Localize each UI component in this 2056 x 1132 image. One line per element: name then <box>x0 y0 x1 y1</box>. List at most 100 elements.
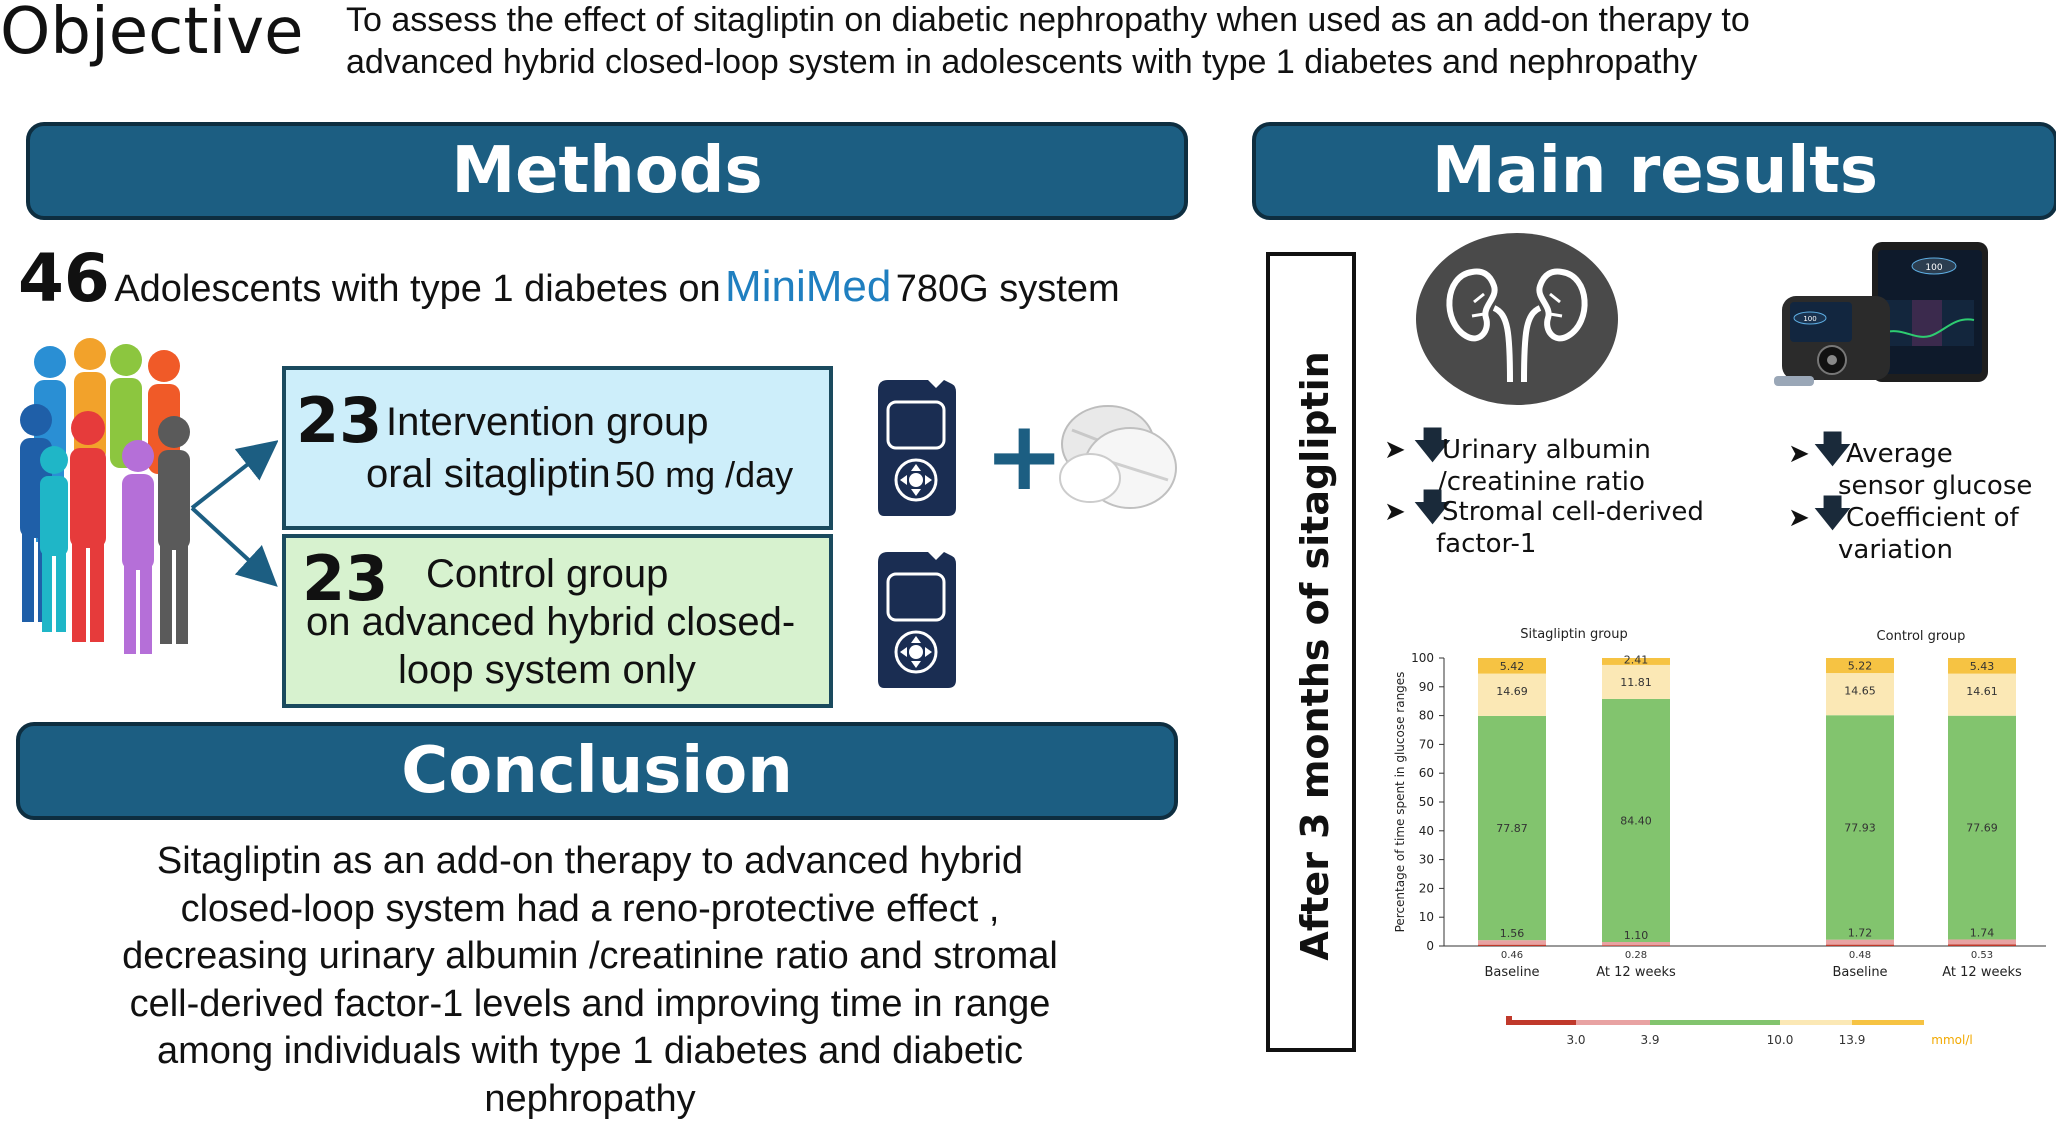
bullet-arrow-icon: ➤ <box>1788 439 1810 469</box>
data-label-very-high: 5.43 <box>1970 660 1995 673</box>
x-tick-label: Baseline <box>1832 965 1887 980</box>
data-label-very-low: 0.46 <box>1501 950 1523 961</box>
objective-text-line2: advanced hybrid closed-loop system in ad… <box>346 43 1698 81</box>
data-label-very-low: 0.48 <box>1849 950 1871 961</box>
y-tick-label: 70 <box>1419 737 1434 751</box>
pump-screen-value: 100 <box>1803 315 1816 323</box>
data-label-high: 11.81 <box>1620 676 1652 689</box>
bar-segment-high <box>1948 673 2016 716</box>
bar-segment-in_range <box>1948 715 2016 940</box>
bar-segment-low <box>1602 942 1670 946</box>
data-label-in-range: 77.69 <box>1966 822 1998 835</box>
conclusion-text: Sitagliptin as an add-on therapy to adva… <box>0 838 1180 1123</box>
glucose-result-line2: variation <box>1838 535 1953 565</box>
group-title: Sitagliptin group <box>1520 627 1628 642</box>
conclusion-line: nephropathy <box>484 1077 696 1120</box>
y-tick-label: 100 <box>1411 651 1434 665</box>
insulin-pump-icon <box>878 380 956 516</box>
data-label-very-high: 2.41 <box>1624 653 1649 666</box>
bullet-arrow-icon: ➤ <box>1788 503 1810 533</box>
data-label-in-range: 77.87 <box>1496 822 1528 835</box>
x-tick-label: At 12 weeks <box>1596 965 1676 980</box>
conclusion-line: among individuals with type 1 diabetes a… <box>156 1030 1024 1072</box>
data-label-low: 1.10 <box>1624 929 1649 942</box>
results-title: Main results <box>1432 134 1878 208</box>
range-legend-segment <box>1506 1020 1576 1025</box>
range-threshold-label: 10.0 <box>1767 1033 1794 1047</box>
data-label-low: 1.74 <box>1970 926 1995 939</box>
kidney-result-line1: Urinary albumin <box>1442 435 1651 465</box>
bar-segment-very_low <box>1602 945 1670 946</box>
decrease-arrow-icon: 🡇 <box>1814 429 1852 470</box>
data-label-very-low: 0.28 <box>1625 950 1647 961</box>
methods-banner: Methods <box>26 122 1188 220</box>
decrease-arrow-icon: 🡇 <box>1414 487 1452 528</box>
intervention-drug-name: oral sitagliptin <box>366 452 611 496</box>
glucose-result-line1: Coefficient of <box>1846 503 2019 533</box>
data-label-in-range: 84.40 <box>1620 814 1652 827</box>
kidney-icon <box>1416 233 1618 405</box>
data-label-low: 1.56 <box>1500 927 1525 940</box>
control-desc-line2: loop system only <box>398 648 696 692</box>
y-tick-label: 80 <box>1419 709 1434 723</box>
bar-segment-high <box>1826 673 1894 716</box>
conclusion-title: Conclusion <box>401 734 793 808</box>
pills-icon <box>1059 405 1177 509</box>
control-desc-line1: on advanced hybrid closed- <box>306 600 796 644</box>
data-label-very-high: 5.42 <box>1500 660 1525 673</box>
phone-screen-value: 100 <box>1925 263 1942 273</box>
range-threshold-label: 3.9 <box>1640 1033 1659 1047</box>
people-group-icon <box>20 338 190 654</box>
bullet-arrow-icon: ➤ <box>1384 497 1406 527</box>
y-tick-label: 50 <box>1419 795 1434 809</box>
conclusion-line: decreasing urinary albumin /creatinine r… <box>122 935 1058 977</box>
y-tick-label: 10 <box>1419 910 1434 924</box>
y-tick-label: 40 <box>1419 824 1434 838</box>
data-label-in-range: 77.93 <box>1844 821 1876 834</box>
range-legend-segment <box>1576 1020 1650 1025</box>
range-legend-segment <box>1852 1020 1924 1025</box>
range-legend-cap <box>1506 1016 1512 1025</box>
group-title: Control group <box>1877 629 1966 644</box>
bullet-arrow-icon: ➤ <box>1384 435 1406 465</box>
timepoint-label: After 3 months of sitagliptin <box>1293 351 1337 961</box>
objective-text-line1: To assess the effect of sitagliptin on d… <box>346 1 1750 39</box>
bar-segment-very_low <box>1478 944 1546 946</box>
range-legend-segment <box>1650 1020 1780 1025</box>
branch-arrows <box>190 440 278 587</box>
control-label: Control group <box>426 552 669 596</box>
intervention-drug: oral sitagliptin 50 mg /day <box>366 452 793 497</box>
bar-segment-very_high <box>1826 658 1894 674</box>
conclusion-line: cell-derived factor-1 levels and improvi… <box>129 982 1051 1025</box>
data-label-high: 14.61 <box>1966 685 1998 698</box>
y-tick-label: 30 <box>1419 853 1434 867</box>
intervention-label: Intervention group <box>386 400 709 444</box>
y-tick-label: 0 <box>1426 939 1434 953</box>
cgm-device-icon: 100 100 <box>1774 242 1988 386</box>
intervention-dose: 50 mg /day <box>615 454 794 495</box>
data-label-very-high: 5.22 <box>1848 660 1873 673</box>
bar-segment-very_high <box>1948 658 2016 674</box>
range-threshold-label: 3.0 <box>1566 1033 1585 1047</box>
participants-text-b: 780G system <box>895 268 1120 310</box>
conclusion-banner: Conclusion <box>16 722 1178 820</box>
plus-sign: + <box>984 400 1065 512</box>
y-tick-label: 60 <box>1419 766 1434 780</box>
bar-segment-in_range <box>1478 715 1546 941</box>
bar-segment-in_range <box>1826 715 1894 940</box>
bar-segment-high <box>1602 664 1670 699</box>
range-legend-segment <box>1780 1020 1852 1025</box>
conclusion-line: closed-loop system had a reno-protective… <box>180 887 1000 930</box>
glucose-result-line1: Average <box>1846 439 1953 469</box>
kidney-result-line2: factor-1 <box>1436 529 1537 559</box>
bar-segment-in_range <box>1602 698 1670 943</box>
range-threshold-label: 13.9 <box>1839 1033 1866 1047</box>
glucose-result-line2: sensor glucose <box>1838 471 2033 501</box>
participants-total: 46 <box>18 240 110 317</box>
methods-title: Methods <box>451 134 763 208</box>
y-tick-label: 20 <box>1419 881 1434 895</box>
decrease-arrow-icon: 🡇 <box>1814 493 1852 534</box>
bar-segment-very_high <box>1602 658 1670 665</box>
intervention-count: 23 <box>296 384 383 457</box>
